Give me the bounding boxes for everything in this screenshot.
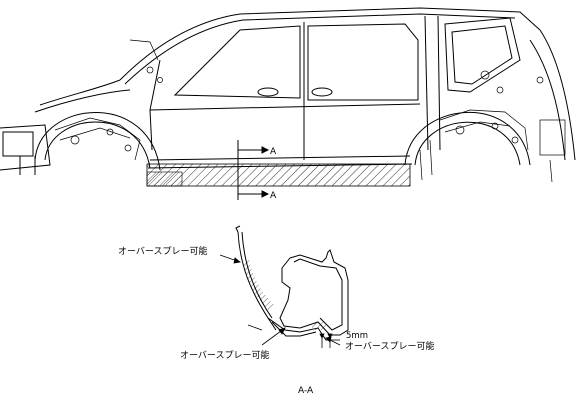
section-mark-bottom: A xyxy=(270,191,277,201)
car-body-outline xyxy=(0,7,576,175)
overspray-callout-right: オーバースプレー可能 xyxy=(345,340,434,352)
section-mark-top: A xyxy=(270,147,277,157)
section-title: A-A xyxy=(298,386,314,396)
rocker-hatch-front-edge xyxy=(146,171,183,187)
front-suspension-detail xyxy=(54,39,163,161)
gap-dimension-label: 5mm xyxy=(346,331,368,341)
overspray-callout-upper: オーバースプレー可能 xyxy=(118,245,207,257)
overspray-callout-lower: オーバースプレー可能 xyxy=(180,349,269,361)
section-cut-line xyxy=(237,140,270,200)
rear-suspension-detail xyxy=(419,70,566,183)
callout-leaders xyxy=(219,254,341,346)
rocker-hatch-area xyxy=(146,163,411,187)
section-detail xyxy=(235,225,349,341)
